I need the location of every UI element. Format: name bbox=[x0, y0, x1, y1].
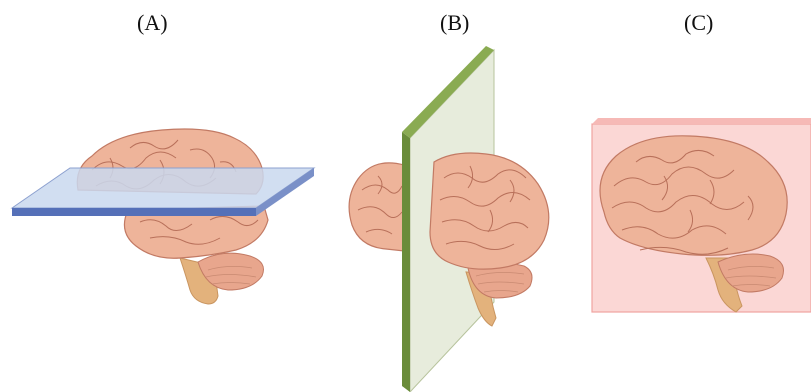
panel-c-figure bbox=[592, 118, 811, 312]
brain-left-half-b bbox=[349, 163, 404, 251]
coronal-plane-top-edge bbox=[592, 118, 811, 124]
brain-right-half-b bbox=[430, 153, 549, 269]
panel-b-figure bbox=[349, 46, 549, 392]
panel-a-figure bbox=[12, 129, 314, 304]
sagittal-plane-edge bbox=[402, 132, 410, 392]
horizontal-plane-edge bbox=[12, 208, 256, 216]
